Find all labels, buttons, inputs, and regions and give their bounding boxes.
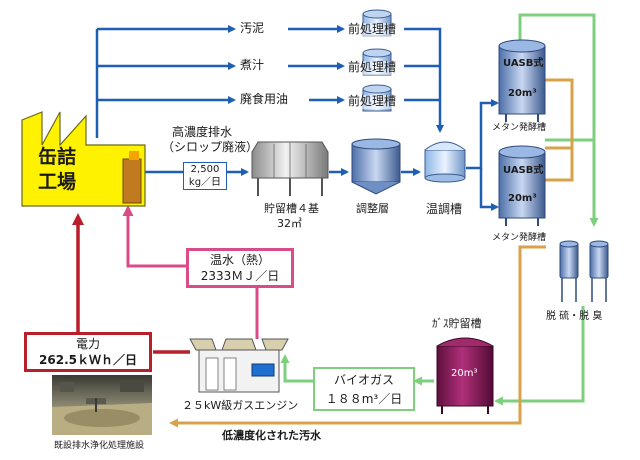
power-rate: 262.5ｋＷｈ／日 <box>39 353 137 367</box>
desulfurization-towers <box>559 240 609 302</box>
uasb-reactor-2 <box>498 145 546 226</box>
effluent-tan-lines <box>169 78 574 428</box>
temperature-tank <box>424 141 466 183</box>
existing-facility-caption: 既設排水浄化処理施設 <box>54 441 145 451</box>
wastewater-rate-unit: kg／日 <box>188 177 222 188</box>
biogas-label: バイオガス <box>333 373 394 387</box>
biogas-rate: １８８m³／日 <box>325 392 403 406</box>
effluent-return-arrow <box>169 245 546 428</box>
input-label-sludge: 汚泥 <box>240 21 265 35</box>
gas-holder-volume: 20m³ <box>451 368 478 379</box>
temp-tank-label: 温調槽 <box>426 202 463 216</box>
blue-flow-lines <box>95 25 499 211</box>
power-box: 電力 262.5ｋＷｈ／日 <box>24 332 152 372</box>
biogas-green-lines <box>280 13 599 406</box>
factory-building <box>21 111 146 207</box>
desulf-label: 脱 硫・脱 臭 <box>546 311 603 322</box>
factory-label-line1: 缶詰 <box>38 146 77 168</box>
storage-tank <box>251 141 329 196</box>
uasb-gas-collector-line <box>518 13 599 227</box>
factory-outlet <box>129 151 139 160</box>
factory-chimney-unit <box>122 158 142 204</box>
hot-water-box: 温水（熱） 2333ＭＪ／日 <box>186 248 294 288</box>
storage-tank-label: 貯留槽４基 <box>264 202 319 215</box>
wastewater-subtitle: （シロップ廃液） <box>162 140 259 154</box>
uasb2-title: UASB式 <box>503 165 544 176</box>
pretank-label-2: 前処理槽 <box>348 60 397 75</box>
engine-control-panel <box>251 363 275 377</box>
uasb1-volume: 20m³ <box>508 88 537 99</box>
input-label-oil: 廃食用油 <box>240 92 289 106</box>
existing-facility-photo <box>52 375 152 435</box>
wastewater-title: 高濃度排水 <box>172 125 233 139</box>
uasb1-title: UASB式 <box>503 58 544 69</box>
adjustment-tank <box>351 138 401 195</box>
pretank-label-1: 前処理槽 <box>348 22 397 37</box>
biogas-label-box: バイオガス １８８m³／日 <box>313 367 415 411</box>
uasb2-volume: 20m³ <box>508 193 537 204</box>
power-label: 電力 <box>75 337 100 351</box>
biogas-to-engine-arrow <box>280 354 313 383</box>
engine-label: ２５kW級ガスエンジン <box>182 399 299 412</box>
uasb2-effluent-link-line <box>545 130 574 182</box>
input-label-broth: 煮汁 <box>240 58 265 72</box>
temp-to-uasb2-arrow <box>479 168 499 211</box>
uasb1-caption: メタン発酵槽 <box>492 123 547 133</box>
uasb-reactor-1 <box>498 39 546 122</box>
power-red-lines <box>72 213 190 354</box>
uasb2-caption: メタン発酵槽 <box>492 233 547 243</box>
gas-holder-tank <box>436 337 494 414</box>
storage-tank-capacity: 32㎥ <box>277 217 302 230</box>
wastewater-rate-box: 2,500 kg／日 <box>183 162 227 190</box>
hot-water-label: 温水（熱） <box>209 253 270 267</box>
factory-label-line2: 工場 <box>38 171 77 193</box>
uasb1-effluent-line <box>545 78 574 150</box>
pretank-collector-line <box>404 27 444 133</box>
wastewater-rate-value: 2,500 <box>190 164 220 175</box>
temp-to-uasb1-arrow <box>466 99 499 170</box>
desulf-to-holder-arrow <box>494 306 585 406</box>
gas-holder-label: ｶﾞｽ貯留槽 <box>432 317 482 330</box>
hot-water-rate: 2333ＭＪ／日 <box>200 269 280 283</box>
pretank-label-3: 前処理槽 <box>348 94 397 109</box>
adjust-tank-label: 調整層 <box>356 202 389 215</box>
effluent-label: 低濃度化された汚水 <box>222 429 321 442</box>
gas-engine-unit <box>189 338 289 393</box>
